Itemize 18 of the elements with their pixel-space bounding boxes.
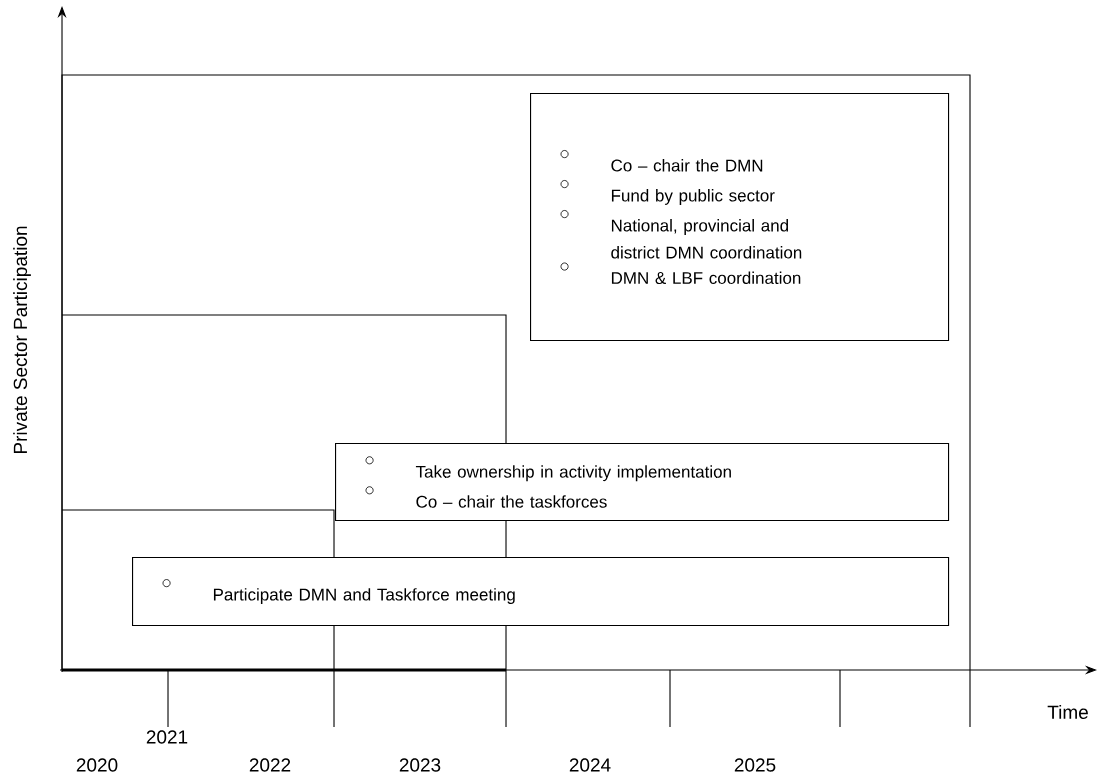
year-label: 2020 xyxy=(76,758,118,772)
year-label: 2023 xyxy=(399,758,441,772)
text-box xyxy=(132,557,950,627)
bullet-item: Co – chair the taskforces xyxy=(365,486,607,508)
text-box xyxy=(335,443,950,522)
axis-title: Time xyxy=(1047,705,1088,719)
bullet-item: Co – chair the DMN xyxy=(560,150,763,172)
bullet-item: National, provincial and district DMN coordination xyxy=(560,210,802,259)
bullet-item: Take ownership in activity implementation xyxy=(365,456,731,482)
bullet-item: Participate DMN and Taskforce meeting xyxy=(162,579,515,604)
year-label: 2024 xyxy=(569,758,611,772)
year-label: 2022 xyxy=(249,758,291,772)
bullet-item: DMN & LBF coordination xyxy=(560,262,801,285)
year-label: 2021 xyxy=(146,730,188,744)
year-label: 2025 xyxy=(734,758,776,772)
text-box xyxy=(530,93,950,342)
bullet-item: Fund by public sector xyxy=(560,180,775,205)
axis-title: Private Sector Participation xyxy=(13,226,31,453)
